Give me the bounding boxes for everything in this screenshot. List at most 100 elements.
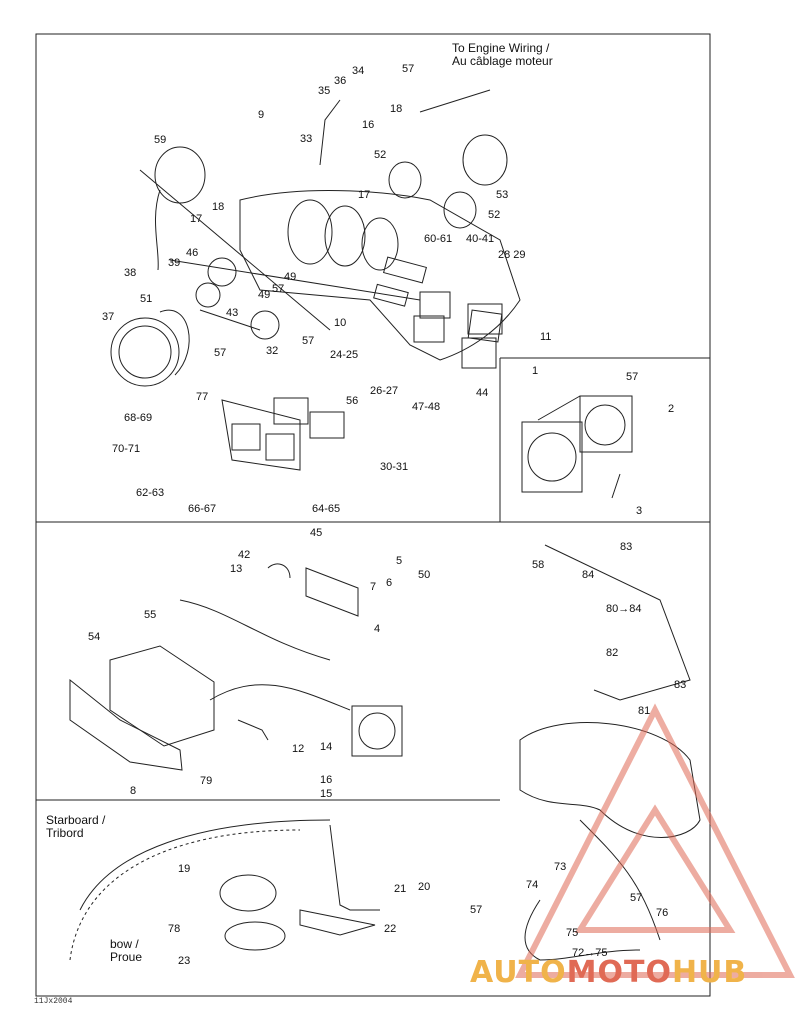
- part-label: 28 29: [498, 249, 526, 261]
- panel-divider-side: [499, 357, 710, 522]
- part-label: 64-65: [312, 503, 341, 515]
- part-label: 16: [362, 119, 375, 131]
- part-label: 75: [566, 927, 579, 939]
- part-label: 15: [320, 788, 333, 800]
- part-label: 78: [168, 923, 181, 935]
- part-label: 58: [532, 559, 545, 571]
- part-label: 68-69: [124, 412, 153, 424]
- part-label: 53: [496, 189, 509, 201]
- part-label: 9: [258, 109, 265, 121]
- part-label: 10: [334, 317, 347, 329]
- part-label: 55: [144, 609, 157, 621]
- watermark-part-c: HUB: [671, 955, 748, 990]
- part-label: 21: [394, 883, 407, 895]
- part-label: 24-25: [330, 349, 359, 361]
- part-label: 40-41: [466, 233, 495, 245]
- part-label: 19: [178, 863, 191, 875]
- panel-frame-middle: [35, 358, 711, 997]
- gauge-37: [110, 317, 180, 387]
- part-label: 82: [606, 647, 619, 659]
- drawing-code: 11Jx2004: [34, 997, 73, 1006]
- part-label: 57: [630, 892, 643, 904]
- part-label: 66-67: [188, 503, 217, 515]
- watermark-triangle: [515, 703, 795, 978]
- part-label: 11: [540, 331, 552, 343]
- part-label: 70-71: [112, 443, 141, 455]
- part-label: 32: [266, 345, 279, 357]
- part-label: 4: [374, 623, 381, 635]
- part-label: 44: [476, 387, 489, 399]
- part-label: 23: [178, 955, 191, 967]
- part-label: 83: [674, 679, 687, 691]
- part-label: 56: [346, 395, 359, 407]
- part-label: 6: [386, 577, 393, 589]
- part-label: 33: [300, 133, 313, 145]
- part-label: 57: [214, 347, 227, 359]
- part-label: 51: [140, 293, 153, 305]
- part-label: 74: [526, 879, 539, 891]
- display-unit-54: [109, 645, 215, 747]
- part-label: 54: [88, 631, 101, 643]
- engine-wiring-note: To Engine Wiring / Au câblage moteur: [452, 41, 553, 68]
- part-label: 76: [656, 907, 669, 919]
- part-label: 36: [334, 75, 347, 87]
- part-label: 5: [396, 555, 403, 567]
- part-label: 12: [292, 743, 305, 755]
- part-label: 17: [358, 189, 371, 201]
- part-label: 62-63: [136, 487, 165, 499]
- part-label: 17: [190, 213, 203, 225]
- part-label: 18: [212, 201, 225, 213]
- part-label: 1: [532, 365, 539, 377]
- watermark-part-a: AUTO: [470, 955, 567, 990]
- part-label: 60-61: [424, 233, 453, 245]
- part-label: 57: [302, 335, 315, 347]
- part-label: 84: [582, 569, 595, 581]
- part-label: 38: [124, 267, 137, 279]
- part-label: 57: [626, 371, 639, 383]
- part-label: 14: [320, 741, 333, 753]
- part-label: 22: [384, 923, 397, 935]
- part-label: 49: [258, 289, 271, 301]
- part-label: 26-27: [370, 385, 399, 397]
- part-label: 20: [418, 881, 431, 893]
- part-label: 2: [668, 403, 675, 415]
- part-label: 13: [230, 563, 243, 575]
- dashboard-housing: [239, 190, 521, 361]
- part-label: 47-48: [412, 401, 441, 413]
- part-label: 57: [470, 904, 483, 916]
- part-label: 77: [196, 391, 209, 403]
- part-label: 42: [238, 549, 251, 561]
- part-label: 50: [418, 569, 431, 581]
- part-label: 57: [272, 283, 285, 295]
- part-label: 7: [370, 581, 377, 593]
- part-label: 39: [168, 257, 181, 269]
- starboard-note: Starboard / Tribord: [46, 813, 106, 840]
- watermark-part-b: MOTO: [566, 955, 672, 990]
- part-label: 45: [310, 527, 323, 539]
- watermark: AUTOMOTOHUB: [470, 955, 747, 990]
- part-label: 80→84: [606, 603, 642, 615]
- part-label: 59: [154, 134, 167, 146]
- part-label: 83: [620, 541, 633, 553]
- part-label: 79: [200, 775, 213, 787]
- part-label: 34: [352, 65, 365, 77]
- part-label: 46: [186, 247, 199, 259]
- part-label: 57: [402, 63, 415, 75]
- starboard-hull: [79, 819, 331, 911]
- part-label: 43: [226, 307, 239, 319]
- gauge-bezel: [521, 421, 583, 493]
- part-label: 49: [284, 271, 297, 283]
- part-label: 52: [488, 209, 501, 221]
- part-label: 16: [320, 774, 333, 786]
- part-label: 73: [554, 861, 567, 873]
- part-label: 37: [102, 311, 115, 323]
- part-label: 72→75: [572, 947, 608, 959]
- part-label: 30-31: [380, 461, 409, 473]
- hull: [519, 722, 701, 838]
- part-label: 35: [318, 85, 331, 97]
- part-label: 81: [638, 705, 651, 717]
- bow-note: bow / Proue: [110, 937, 143, 964]
- part-label: 18: [390, 103, 403, 115]
